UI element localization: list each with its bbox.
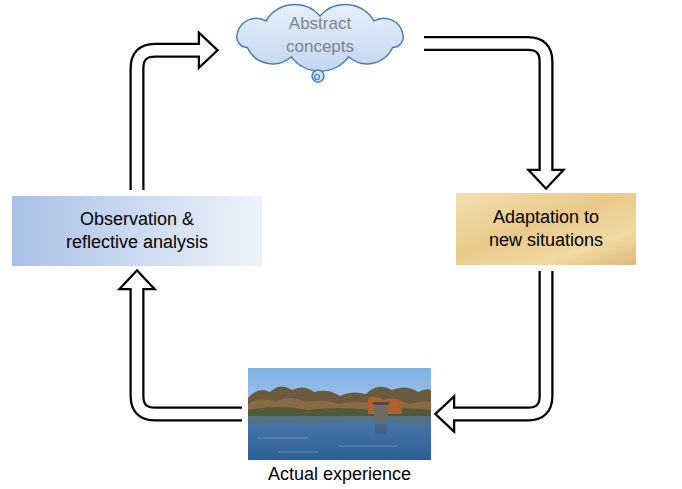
text-wrap: Observation & reflective analysis <box>12 196 262 266</box>
text-wrap: Actual experience <box>228 463 451 486</box>
photo-caption: Actual experience <box>228 463 451 486</box>
text-wrap: Abstract concepts <box>222 4 418 70</box>
box-label: Observation & reflective analysis <box>50 208 225 255</box>
lake-photo <box>248 368 431 460</box>
thought-bubble <box>315 75 320 80</box>
block-arrow <box>437 271 546 429</box>
process-box: Observation & reflective analysis <box>12 196 262 266</box>
thought-bubble <box>312 70 324 82</box>
concept-cloud: Abstract concepts <box>222 4 418 70</box>
process-box: Adaptation to new situations <box>456 193 636 265</box>
block-arrow <box>424 44 561 187</box>
text-wrap: Adaptation to new situations <box>456 193 636 265</box>
photo-node: Actual experience <box>248 368 431 460</box>
block-arrow <box>137 35 216 190</box>
box-label: Adaptation to new situations <box>479 206 614 253</box>
cloud-label: Abstract concepts <box>270 13 370 59</box>
cloud-shape <box>237 5 404 72</box>
block-arrow <box>122 272 242 414</box>
